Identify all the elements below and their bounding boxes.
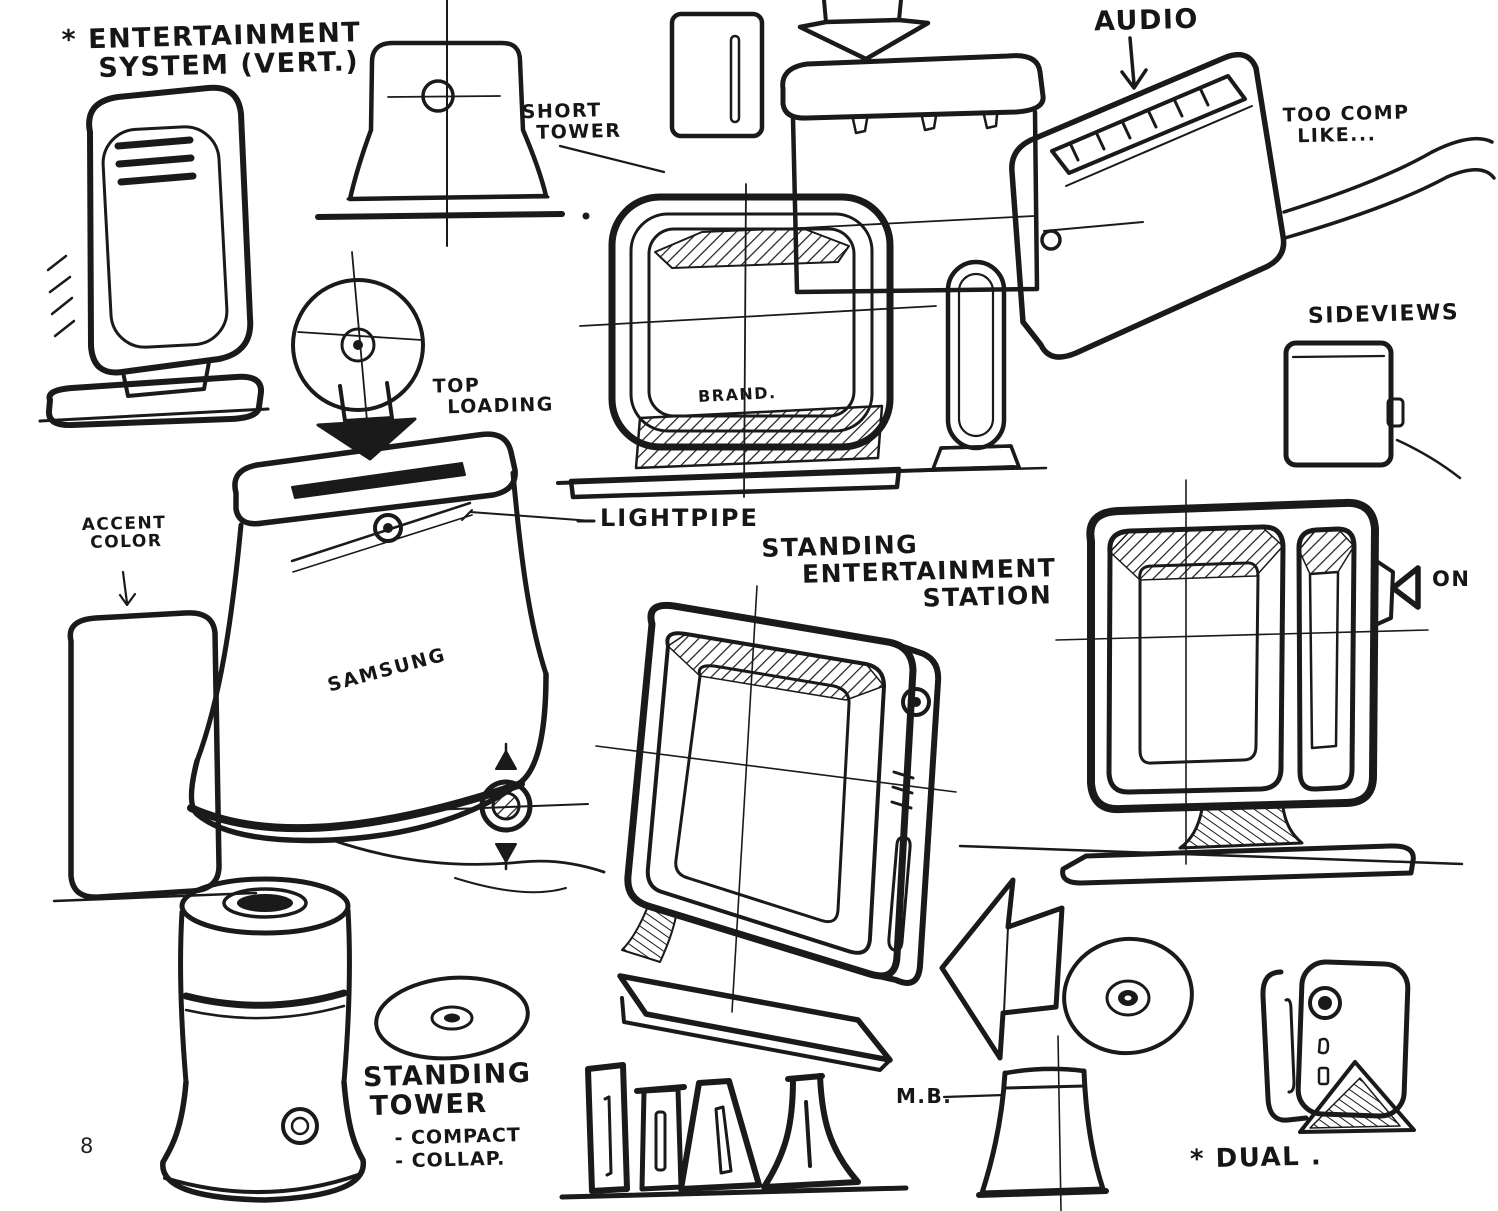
sketch-mb-pedestal [942, 1035, 1109, 1211]
label-standing-station: STANDING ENTERTAINMENT STATION [761, 527, 1057, 616]
sketch-brand-display [568, 183, 937, 500]
label-line: * DUAL . [1189, 1141, 1323, 1175]
label-audio: AUDIO [1093, 3, 1200, 38]
label-line: M.B. [896, 1084, 953, 1108]
label-too-comp: TOO COMP LIKE... [1282, 101, 1410, 147]
sketch-standing-station [595, 585, 957, 1072]
sketch-tower-profiles [559, 1062, 909, 1200]
sketch-audio-unit [1009, 51, 1496, 360]
sketch-cylinder-tower [160, 876, 530, 1203]
label-mb: M.B. [896, 1084, 953, 1108]
label-line: AUDIO [1093, 3, 1200, 38]
label-bullet: - COLLAP. [394, 1147, 506, 1173]
label-line: BRAND. [697, 382, 778, 407]
brand-logo: BRAND. [697, 382, 778, 407]
label-line: LOADING [446, 392, 555, 418]
label-lightpipe: LIGHTPIPE [600, 504, 759, 532]
page-number: 8 [80, 1134, 93, 1158]
sketch-top-loading-box [780, 0, 1144, 295]
label-on: ON [1432, 568, 1470, 591]
sketch-samsung-toploader [187, 251, 606, 894]
label-line: STANDING [362, 1057, 532, 1094]
sketch-vertical-entertainment-system [46, 84, 264, 429]
label-accent-color: ACCENT COLOR [82, 513, 167, 554]
sketch-left-arrow [939, 877, 1065, 1061]
label-line: LIGHTPIPE [600, 504, 759, 532]
label-top-loading: TOP LOADING [432, 373, 554, 417]
label-line: TOO COMP [1282, 101, 1410, 127]
sketch-disc [1062, 936, 1194, 1056]
sketch-pill-tower [916, 259, 1048, 473]
sketch-crosshair-glyph [427, 742, 589, 871]
label-line: SIDEVIEWS [1307, 300, 1460, 329]
label-line: LIKE... [1296, 122, 1377, 147]
sketch-dual-screen-station [958, 479, 1464, 886]
label-short-tower: SHORT TOWER [521, 99, 622, 144]
sketch-accent-device [52, 570, 258, 903]
label-line: ON [1432, 567, 1471, 591]
label-line: COLOR [89, 531, 163, 554]
label-standing-tower: STANDING TOWER - COMPACT - COLLAP. [362, 1057, 534, 1173]
audio-arrow [1120, 36, 1148, 90]
label-line: TOWER [369, 1088, 488, 1123]
label-entertainment-system: * ENTERTAINMENT SYSTEM (VERT.) [61, 17, 362, 84]
label-bullet: - COMPACT [394, 1124, 522, 1150]
sketch-dual-folded-unit [1260, 959, 1416, 1134]
label-line: TOWER [535, 119, 622, 144]
label-sideviews: SIDEVIEWS [1307, 300, 1460, 329]
sketch-slim-front-view [669, 11, 765, 139]
label-dual: * DUAL . [1189, 1141, 1323, 1175]
sketch-sideview-box [1283, 340, 1462, 480]
annotation-leader-lines [38, 36, 1148, 523]
page-number-value: 8 [80, 1134, 94, 1158]
sketch-short-tower [315, 0, 666, 247]
